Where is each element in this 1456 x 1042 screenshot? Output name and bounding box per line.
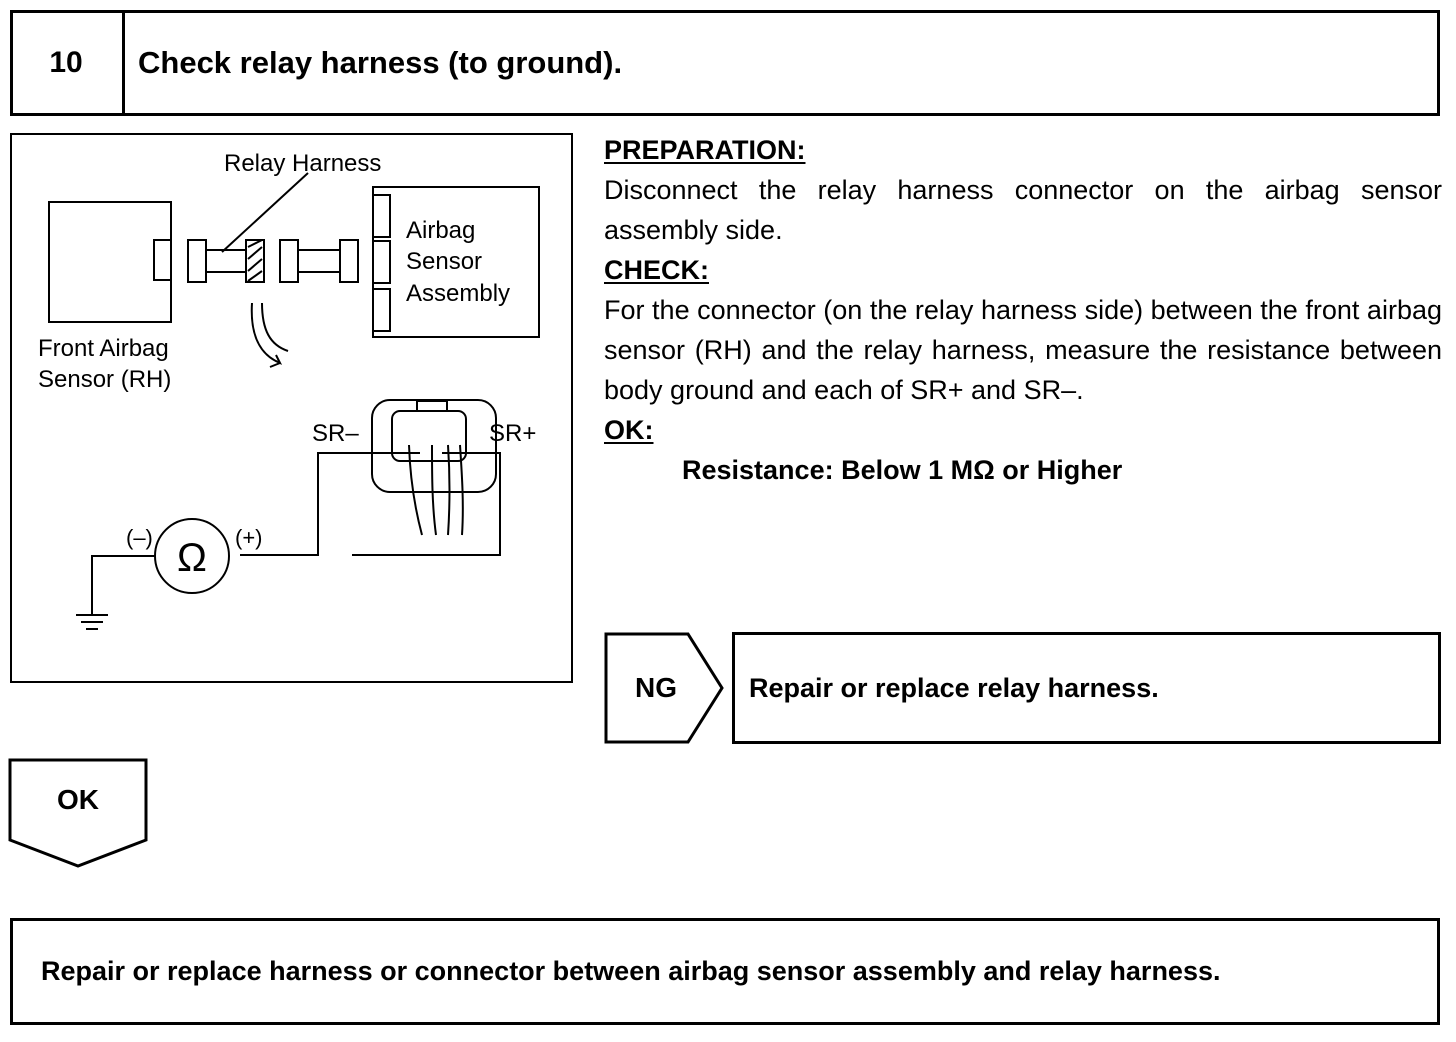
ok-arrow-shape — [8, 758, 148, 868]
sr-plus-label: SR+ — [489, 420, 536, 447]
check-heading: CHECK: — [604, 255, 709, 285]
diagram-canvas: Relay Harness Airbag Sensor Assembly Fro… — [38, 150, 540, 630]
harness-connector-left — [187, 239, 207, 283]
front-sensor-box — [48, 201, 172, 323]
step-header — [10, 10, 1440, 116]
ng-arrow-shape — [604, 632, 724, 744]
preparation-text: Disconnect the relay harness connector o… — [604, 175, 1442, 245]
ok-label: OK — [57, 784, 99, 815]
step-number: 10 — [10, 10, 125, 116]
sr-minus-label: SR– — [312, 420, 359, 447]
ok-spec-text: Resistance: Below 1 MΩ or Higher — [682, 455, 1123, 485]
preparation-heading: PREPARATION: — [604, 135, 806, 165]
arrow-icon — [250, 302, 283, 368]
front-sensor-label-1: Front Airbag — [38, 335, 169, 362]
instruction-text: PREPARATION: Disconnect the relay harnes… — [604, 130, 1442, 490]
sensor-assembly-label-2: Sensor — [406, 248, 482, 275]
relay-harness-leader — [221, 172, 309, 253]
front-sensor-label-2: Sensor (RH) — [38, 366, 171, 393]
sensor-assembly-label-3: Assembly — [406, 280, 510, 307]
relay-harness-label: Relay Harness — [224, 150, 381, 177]
ohm-symbol: Ω — [177, 536, 207, 580]
probe-lead-return — [352, 452, 501, 556]
ng-result-box: Repair or replace relay harness. — [732, 632, 1441, 744]
step-title: Check relay harness (to ground). — [138, 45, 623, 80]
front-sensor-connector — [153, 239, 172, 281]
check-text: For the connector (on the relay harness … — [604, 295, 1442, 405]
ng-label: NG — [635, 672, 677, 703]
plus-label: (+) — [235, 525, 263, 550]
sensor-assembly-label-1: Airbag — [406, 217, 475, 244]
connector-icon — [371, 399, 497, 493]
ground-lead — [91, 555, 155, 615]
harness-wire — [205, 249, 247, 273]
final-result-box: Repair or replace harness or connector b… — [10, 918, 1440, 1025]
minus-label: (–) — [126, 525, 153, 550]
harness-connector-right — [245, 239, 265, 283]
ok-heading: OK: — [604, 415, 654, 445]
probe-lead-plus — [240, 452, 420, 556]
wiring-diagram: Relay Harness Airbag Sensor Assembly Fro… — [10, 133, 573, 683]
